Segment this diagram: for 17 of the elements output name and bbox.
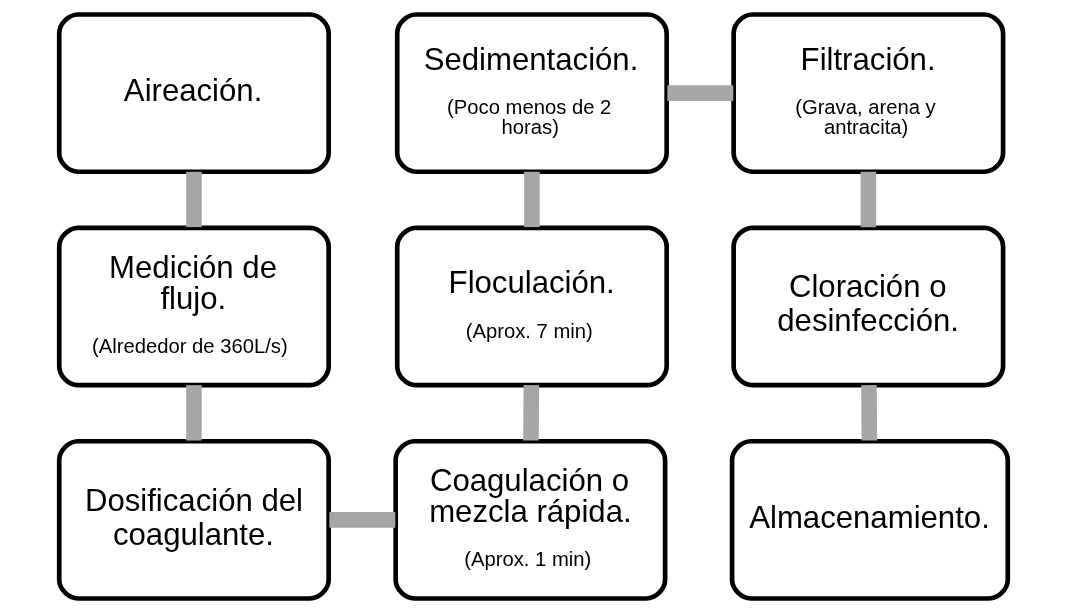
node-box: Filtración. (Grava, arena y antracita) [730, 12, 1005, 175]
node-box: Aireación. [56, 12, 331, 175]
connector [185, 171, 202, 228]
connector [860, 385, 877, 441]
connector [523, 171, 540, 228]
node-box: Coagulación o mezcla rápida. (Aprox. 1 min) [392, 438, 667, 601]
node-box: Medición de flujo. (Alrededor de 360L/s) [56, 225, 331, 388]
connector [860, 171, 876, 228]
connector [666, 85, 733, 101]
node-box: Dosificación del coagulante. [56, 438, 331, 601]
node-box: Floculación. (Aprox. 7 min) [394, 225, 669, 388]
connector [328, 512, 395, 528]
node-box: Almacenamiento. [729, 438, 1010, 601]
connector [185, 385, 202, 441]
node-box: Cloración o desinfección. [730, 225, 1005, 388]
connector [522, 385, 539, 441]
node-box: Sedimentación. (Poco menos de 2 horas) [394, 12, 669, 175]
